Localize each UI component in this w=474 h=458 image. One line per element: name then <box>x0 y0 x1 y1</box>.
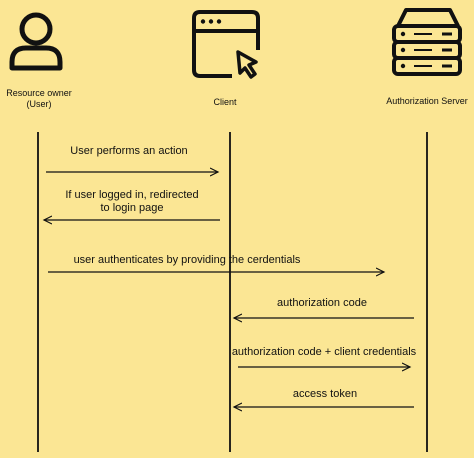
message-label-2-line2: to login page <box>100 202 164 214</box>
server-rack-icon <box>392 8 462 76</box>
message-label-2-line1: If user logged in, redirected <box>65 189 199 201</box>
actor-label-owner: Resource owner (User) <box>0 88 78 110</box>
actor-label-owner-line1: Resource owner <box>6 88 72 98</box>
actor-label-auth: Authorization Server <box>386 96 468 106</box>
message-label-2: If user logged in, redirected to login p… <box>48 189 216 215</box>
actor-label-owner-line2: (User) <box>26 99 52 109</box>
message-label-6: access token <box>292 388 358 400</box>
message-label-5: authorization code + client credentials <box>231 346 417 358</box>
message-label-1: User performs an action <box>70 145 188 157</box>
user-icon <box>9 12 63 71</box>
message-label-3: user authenticates by providing the cerd… <box>73 254 301 266</box>
message-label-4: authorization code <box>277 297 367 309</box>
actor-label-client: Client <box>213 97 237 107</box>
browser-window-cursor-icon <box>192 10 260 79</box>
